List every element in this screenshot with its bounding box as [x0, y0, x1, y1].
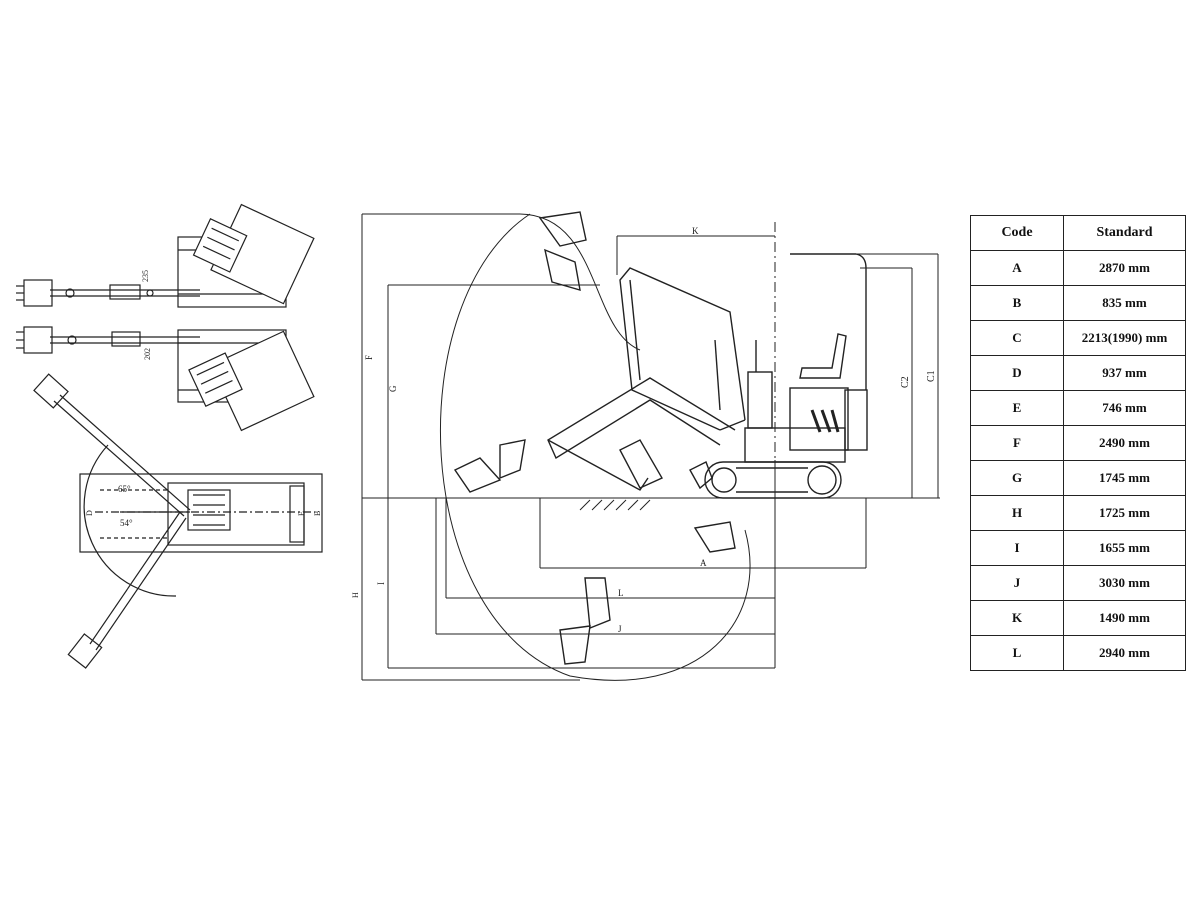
top-view-swing	[33, 373, 323, 669]
dim-label-H: H	[351, 592, 360, 598]
dim-label-J: J	[618, 624, 622, 634]
row-code: L	[970, 635, 1064, 671]
row-code: D	[970, 355, 1064, 391]
dim-label-L: L	[618, 588, 624, 598]
row-value: 2213(1990) mm	[1063, 320, 1186, 356]
excavator-side-view	[453, 211, 868, 665]
row-value: 2870 mm	[1063, 250, 1186, 286]
top-view-boom-right	[16, 203, 315, 308]
angle-65: 65°	[118, 484, 131, 494]
dim-D: D	[85, 510, 94, 516]
dim-235: 235	[141, 270, 150, 282]
dim-label-I: I	[376, 582, 386, 585]
row-code: C	[970, 320, 1064, 356]
row-code: F	[970, 425, 1064, 461]
row-value: 3030 mm	[1063, 565, 1186, 601]
dim-label-K: K	[692, 226, 699, 236]
top-view-boom-left	[16, 326, 315, 432]
row-value: 2490 mm	[1063, 425, 1186, 461]
dim-E: E	[297, 511, 306, 516]
row-value: 1725 mm	[1063, 495, 1186, 531]
dim-label-C2: C2	[900, 376, 911, 388]
row-code: I	[970, 530, 1064, 566]
row-code: B	[970, 285, 1064, 321]
row-code: A	[970, 250, 1064, 286]
row-code: K	[970, 600, 1064, 636]
spec-table-header: Code Standard	[970, 215, 1186, 251]
row-value: 746 mm	[1063, 390, 1186, 426]
working-range-lines	[361, 213, 940, 681]
header-standard: Standard	[1063, 215, 1186, 251]
row-value: 835 mm	[1063, 285, 1186, 321]
row-value: 937 mm	[1063, 355, 1186, 391]
row-code: G	[970, 460, 1064, 496]
row-value: 1490 mm	[1063, 600, 1186, 636]
row-code: E	[970, 390, 1064, 426]
dim-label-A: A	[700, 558, 707, 568]
row-value: 1655 mm	[1063, 530, 1186, 566]
dim-202: 202	[143, 348, 152, 360]
angle-54: 54°	[120, 518, 133, 528]
row-value: 1745 mm	[1063, 460, 1186, 496]
row-code: H	[970, 495, 1064, 531]
header-code: Code	[970, 215, 1064, 251]
row-value: 2940 mm	[1063, 635, 1186, 671]
dim-B: B	[313, 511, 322, 516]
dim-label-C1: C1	[926, 370, 937, 382]
dim-label-G: G	[388, 385, 398, 392]
dim-label-F: F	[364, 355, 374, 360]
row-code: J	[970, 565, 1064, 601]
